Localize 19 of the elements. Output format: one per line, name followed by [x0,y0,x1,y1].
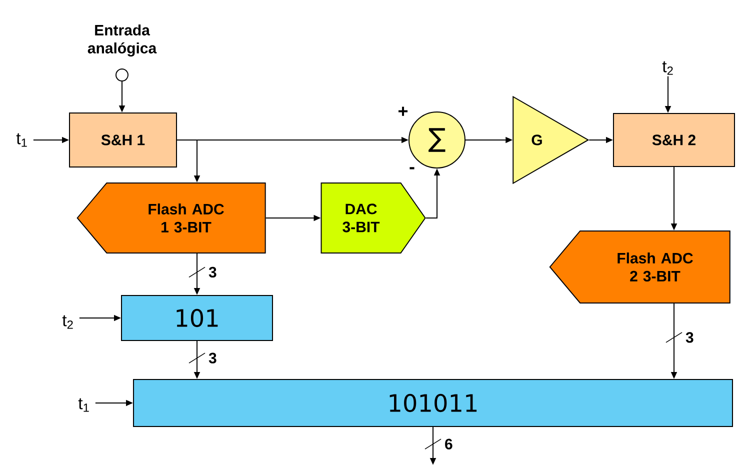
clock-label: t$_{2}$ [62,315,73,329]
block-box: S&H 2 [613,113,735,167]
sign-label: + [398,106,408,116]
input-label: Entrada analógica [88,24,157,57]
edge-label: 3 [686,332,694,343]
block-box: 101011 [133,378,733,427]
adc-block: Flash ADC 2 3-BIT [549,230,730,304]
block-box: 101 [121,294,273,341]
edge-label: 6 [445,438,452,450]
sign-label: - [410,167,414,170]
block-box: S&H 1 [69,112,177,168]
clock-label: t$_{2}$ [662,61,673,75]
adc-block: Flash ADC 1 3-BIT [76,182,266,254]
clock-label: t$_{1}$ [78,398,89,412]
edge-label: 3 [208,352,216,364]
clock-label: t$_{1}$ [16,133,27,147]
edge-label: 3 [208,266,216,278]
dac-block: DAC 3-BIT [320,182,426,254]
input-terminal [116,68,128,82]
